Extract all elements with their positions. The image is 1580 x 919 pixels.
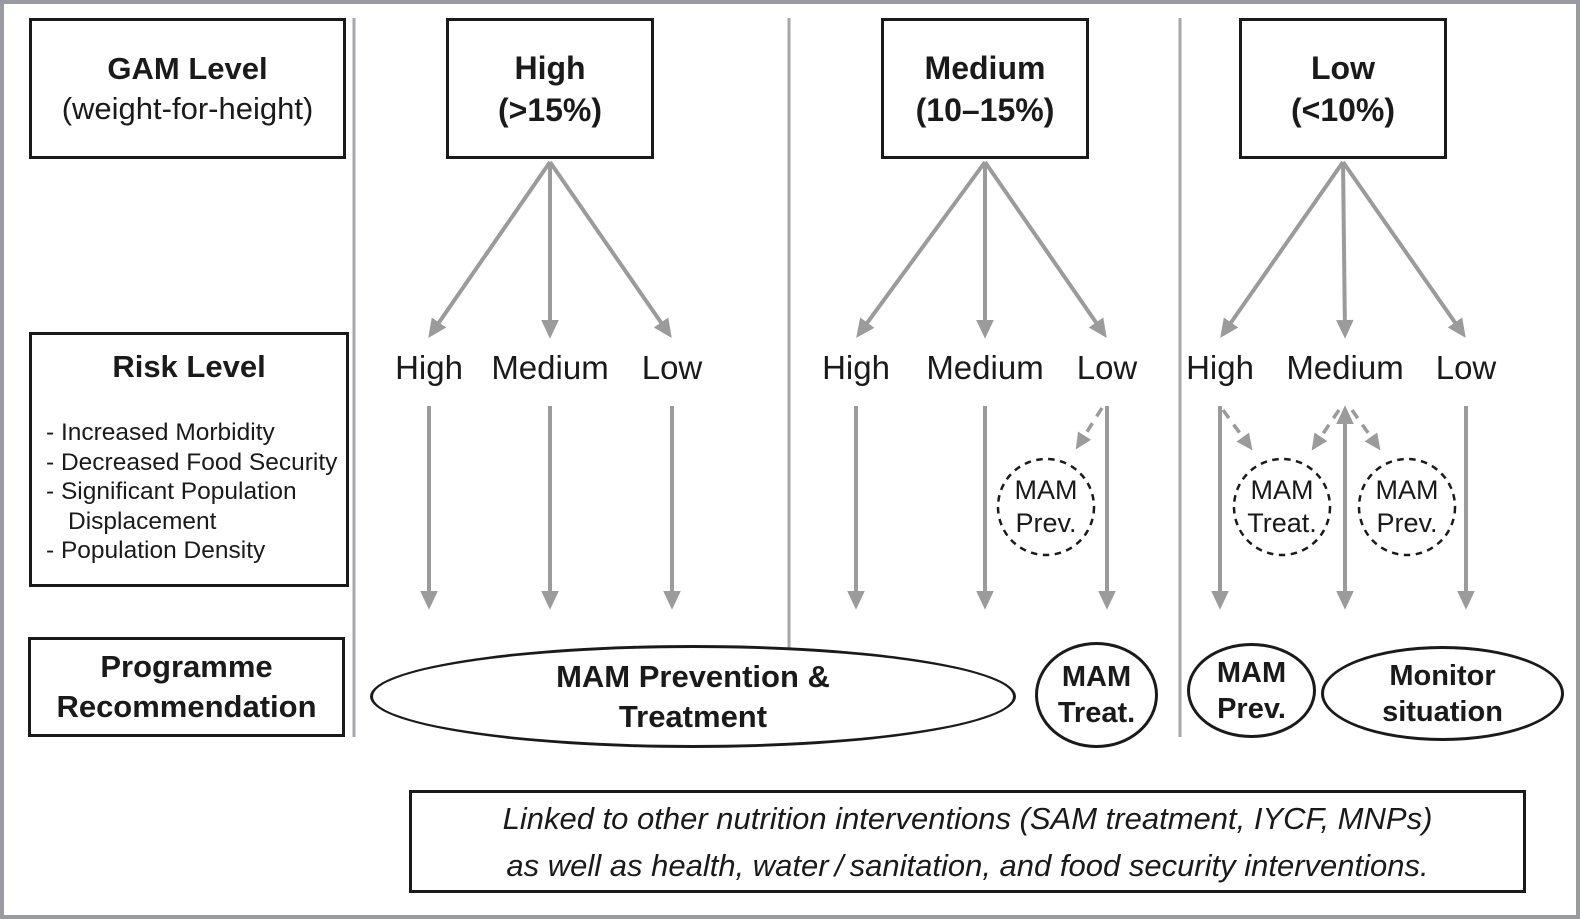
programme-title-line2: Recommendation (56, 689, 317, 724)
circle-text-line: Prev. (1015, 508, 1077, 538)
gam-high-box: High (>15%) (446, 18, 654, 159)
risk-to-programme-arrows (420, 405, 1475, 610)
gam-medium-box: Medium (10–15%) (881, 18, 1089, 159)
risk-factor-item: - Significant Population (46, 478, 297, 505)
recommendation-text-line: MAM (1216, 656, 1287, 689)
risk-label-high: High (822, 349, 890, 386)
risk-label-medium: Medium (926, 349, 1044, 386)
recommendation-text-line: Prev. (1217, 692, 1286, 725)
linked-interventions-note: Linked to other nutrition interventions … (409, 790, 1526, 893)
risk-level-box: Risk Level - Increased Morbidity - Decre… (29, 332, 349, 587)
note-line2: as well as health, water / sanitation, a… (506, 847, 1429, 883)
gam-level-title: GAM Level (107, 50, 268, 86)
gam-high-threshold: (>15%) (497, 91, 603, 128)
gam-low-threshold: (<10%) (1290, 91, 1396, 128)
circle-text-line: MAM (1250, 475, 1314, 505)
risk-factor-list: - Increased Morbidity - Decreased Food S… (32, 418, 346, 566)
dotted-option-circles (996, 457, 1457, 557)
recommendation-text-line: Treat. (1057, 697, 1136, 729)
gam-low-title: Low (1311, 49, 1375, 86)
recommendation-text-line: MAM Prevention & (556, 658, 830, 694)
arrows-and-lines-layer (352, 18, 1475, 737)
gam-to-risk-fan-arrows (428, 160, 1466, 339)
recommendation-mam-treat: MAM Treat. (1035, 642, 1158, 748)
recommendation-text-line: Treatment (618, 698, 768, 734)
programme-recommendation-box: Programme Recommendation (28, 637, 345, 737)
recommendation-mam-prev: MAM Prev. (1187, 643, 1316, 738)
dotted-circle-mam-treat-label: MAM Treat. (1220, 474, 1344, 540)
recommendation-text-line: situation (1382, 695, 1503, 728)
risk-label-low: Low (1076, 349, 1138, 386)
gam-level-box: GAM Level (weight-for-height) (29, 18, 346, 159)
risk-label-low: Low (1435, 349, 1497, 386)
circle-text-line: MAM (1014, 475, 1078, 505)
gam-medium-title: Medium (924, 49, 1046, 86)
risk-label-medium: Medium (1286, 349, 1404, 386)
recommendation-monitor-situation: Monitor situation (1321, 646, 1564, 741)
column-divider-lines (352, 18, 1182, 737)
risk-label-high: High (1186, 349, 1254, 386)
circle-text-line: Prev. (1376, 508, 1438, 538)
risk-factor-item: - Decreased Food Security (46, 448, 338, 476)
dotted-circle-mam-prev-label: MAM Prev. (984, 474, 1108, 540)
risk-level-title: Risk Level (112, 349, 266, 384)
risk-label-high: High (395, 349, 463, 386)
risk-factor-item: - Population Density (46, 537, 266, 564)
risk-label-medium: Medium (491, 349, 609, 386)
gam-high-title: High (514, 49, 586, 86)
dashed-branch-arrows (1075, 407, 1381, 451)
programme-title-line1: Programme (100, 649, 273, 684)
circle-text-line: MAM (1375, 475, 1439, 505)
risk-label-low: Low (641, 349, 703, 386)
dotted-circle-mam-prev-label: MAM Prev. (1345, 474, 1469, 540)
recommendation-text-line: MAM (1061, 661, 1132, 693)
circle-text-line: Treat. (1247, 508, 1317, 538)
note-line1: Linked to other nutrition interventions … (502, 800, 1433, 836)
risk-factor-item: - Increased Morbidity (46, 419, 275, 446)
recommendation-text-line: Monitor (1389, 659, 1496, 692)
gam-level-subtitle: (weight-for-height) (61, 90, 314, 126)
recommendation-mam-prevention-treatment: MAM Prevention & Treatment (370, 645, 1016, 748)
gam-low-box: Low (<10%) (1239, 18, 1447, 159)
gam-medium-threshold: (10–15%) (915, 91, 1055, 128)
risk-factor-item-continued: Displacement (68, 507, 217, 535)
